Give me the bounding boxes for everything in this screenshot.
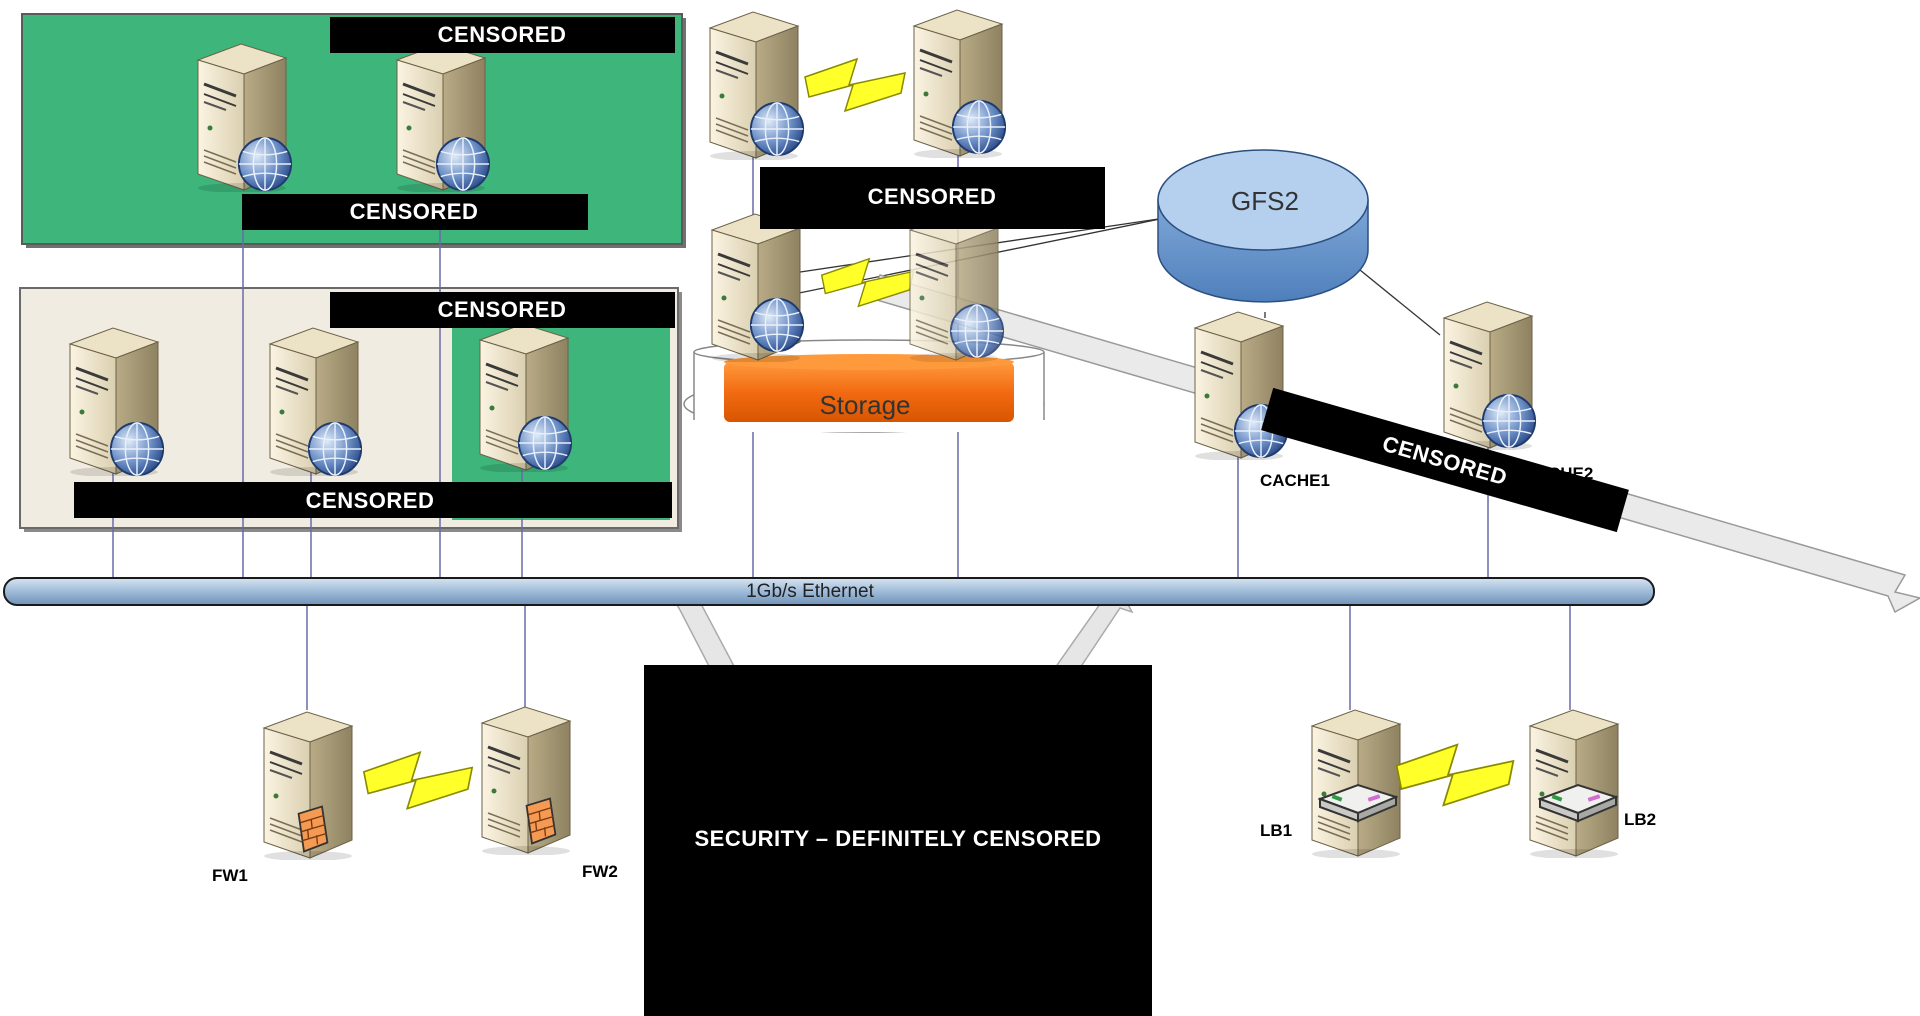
globe-icon [237,136,293,192]
svg-text:CENSORED: CENSORED [306,488,435,513]
server-top-2 [395,42,491,192]
firewall-brick-icon [525,797,557,845]
globe-icon [749,101,805,157]
server-fw1 [262,710,354,860]
globe-icon [435,136,491,192]
globe-icon [109,421,165,477]
svg-text:SECURITY – DEFINITELY CENSORED: SECURITY – DEFINITELY CENSORED [694,826,1101,851]
globe-icon [949,303,1005,359]
server-fw2 [480,705,572,855]
svg-text:CENSORED: CENSORED [438,22,567,47]
svg-text:CENSORED: CENSORED [438,297,567,322]
storage-label: Storage [819,390,910,420]
cache1-label: CACHE1 [1260,471,1330,490]
gfs2-label: GFS2 [1231,186,1299,216]
server-center-top-left [708,10,805,160]
lb1-label: LB1 [1260,821,1292,840]
server-mid-3 [478,322,573,472]
ethernet-bus: 1Gb/s Ethernet [3,577,1655,606]
redaction-mid-header: CENSORED [330,292,675,328]
globe-icon [749,297,805,353]
redaction-security-block: SECURITY – DEFINITELY CENSORED [644,665,1152,1016]
server-center-top-right [912,8,1007,158]
fw2-label: FW2 [582,862,618,881]
redaction-top-header: CENSORED [330,17,675,53]
gfs2-disk: GFS2 [1157,149,1369,303]
redaction-top-footer: CENSORED [242,194,588,230]
ethernet-label: 1Gb/s Ethernet [746,581,875,602]
server-cache1 [1193,310,1289,460]
svg-text:CENSORED: CENSORED [350,199,479,224]
server-mid-1 [68,326,165,477]
server-lb1 [1310,708,1402,858]
lightning-link-icon [804,58,906,112]
firewall-brick-icon [297,805,329,853]
redaction-mid-footer: CENSORED [74,482,672,518]
lightning-link-icon [362,751,474,810]
server-mid-2 [268,326,363,477]
globe-icon [1481,393,1537,449]
svg-text:CENSORED: CENSORED [868,184,997,209]
redaction-center-box: CENSORED [760,167,1105,229]
server-center-bottom-right [908,212,1005,362]
fw1-label: FW1 [212,866,248,885]
server-center-bottom-left [710,212,805,362]
server-cache2 [1442,300,1537,450]
lightning-link-icon [1395,743,1515,807]
globe-icon [951,99,1007,155]
lb2-label: LB2 [1624,810,1656,829]
server-top-1 [196,42,293,192]
server-lb2 [1528,708,1620,858]
globe-icon [517,415,573,471]
globe-icon [307,421,363,477]
